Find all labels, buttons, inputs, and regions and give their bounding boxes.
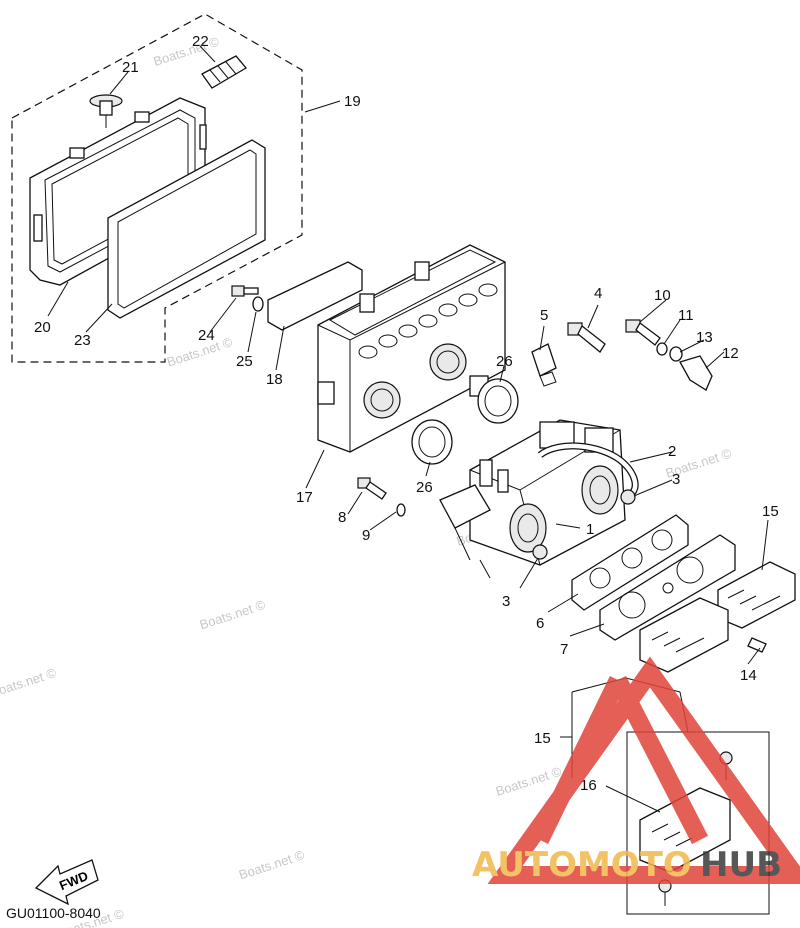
label-14: 14: [740, 667, 757, 684]
case-holes: [358, 283, 498, 359]
reed-valve-15b-part: [639, 597, 729, 673]
fuel-hose-2-inner: [538, 443, 638, 497]
logo-text-main: AUTOMOTO: [472, 845, 692, 885]
washer-9-part: [396, 503, 406, 517]
watermark-text: Boats.net ©: [237, 847, 307, 882]
assembly-19-outline: [11, 13, 303, 363]
part-number-labels: 22 21 19 20 23 24 25 18 17 5 4 26 26 8 9…: [34, 33, 779, 794]
bolt-10-part: [625, 319, 661, 346]
fitting-12-part: [679, 355, 713, 391]
label-22: 22: [192, 33, 209, 50]
bolt-8-part: [357, 477, 387, 500]
label-13: 13: [696, 329, 713, 346]
diagram-code: GU01100-8040: [6, 905, 101, 921]
label-17: 17: [296, 489, 313, 506]
label-21: 21: [122, 59, 139, 76]
clamp-3a-part: [620, 489, 636, 505]
label-1: 1: [586, 521, 594, 538]
silencer-case-part: [317, 244, 506, 453]
label-15b: 15: [534, 730, 551, 747]
label-26a: 26: [496, 353, 513, 370]
label-2: 2: [668, 443, 676, 460]
label-9: 9: [362, 527, 370, 544]
washer-13-part: [669, 346, 683, 362]
label-25: 25: [236, 353, 253, 370]
logo-text-hub: HUB: [700, 845, 782, 885]
label-3b: 3: [502, 593, 510, 610]
stud-5-part: [531, 343, 557, 387]
gasket-6-part: [571, 514, 689, 611]
o-ring-26a-part: [477, 378, 519, 424]
gasket-part: [107, 139, 266, 319]
carburetor-part: [439, 419, 626, 579]
watermark-text: Boats.net ©: [198, 597, 268, 632]
washer-11-part: [656, 342, 668, 356]
label-23: 23: [74, 332, 91, 349]
label-18: 18: [266, 371, 283, 388]
watermark-text: Boats.net ©: [0, 665, 58, 700]
clamp-3b-part: [532, 544, 548, 560]
watermark-text: Boats.net ©: [151, 34, 221, 69]
label-24: 24: [198, 327, 215, 344]
leader-lines: [47, 45, 769, 813]
fwd-arrow-icon: FWD: [34, 859, 99, 906]
label-3a: 3: [672, 471, 680, 488]
connector-part: [201, 55, 247, 89]
label-6: 6: [536, 615, 544, 632]
label-10: 10: [654, 287, 671, 304]
label-15a: 15: [762, 503, 779, 520]
label-20: 20: [34, 319, 51, 336]
label-26b: 26: [416, 479, 433, 496]
bolt-4-part: [567, 322, 606, 353]
gasket-7-part: [599, 534, 736, 641]
label-4: 4: [594, 285, 602, 302]
pin-14-part: [747, 637, 767, 653]
knob-part: [89, 94, 123, 128]
label-8: 8: [338, 509, 346, 526]
label-5: 5: [540, 307, 548, 324]
plate-part: [267, 261, 363, 331]
bolt-24-part: [231, 285, 259, 297]
label-16: 16: [580, 777, 597, 794]
label-7: 7: [560, 641, 568, 658]
label-11: 11: [678, 307, 694, 324]
o-ring-26b-part: [411, 419, 453, 465]
automotohub-logo: AUTOMOTO HUB: [472, 656, 800, 885]
silencer-cover-part: [29, 97, 207, 286]
label-12: 12: [722, 345, 739, 362]
label-19: 19: [344, 93, 361, 110]
washer-25-part: [252, 296, 264, 312]
